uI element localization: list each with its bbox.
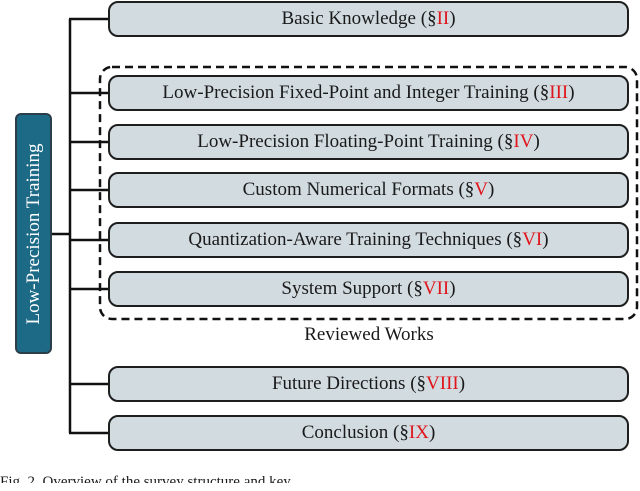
figure-caption: Fig. 2. Overview of the survey structure… bbox=[0, 474, 291, 491]
reviewed-works-group-border bbox=[98, 65, 639, 321]
node-custom-formats-text: Custom Numerical Formats (§ bbox=[242, 179, 475, 200]
node-qat-section: VI bbox=[522, 229, 543, 250]
node-system-support-close: ) bbox=[449, 278, 456, 299]
reviewed-works-label: Reviewed Works bbox=[304, 324, 434, 345]
node-future-directions-close: ) bbox=[458, 373, 466, 394]
node-system-support: System Support (§ VII) bbox=[108, 271, 629, 307]
node-fixed-point-integer-training: Low-Precision Fixed-Point and Integer Tr… bbox=[108, 75, 629, 111]
node-fixed-point-section: III bbox=[549, 82, 569, 103]
node-future-directions-section: VIII bbox=[426, 373, 459, 394]
node-qat-text: Quantization-Aware Training Techniques (… bbox=[188, 229, 523, 250]
node-floating-point-training: Low-Precision Floating-Point Training (§… bbox=[108, 124, 629, 160]
node-basic-knowledge-close: ) bbox=[449, 8, 456, 29]
node-system-support-section: VII bbox=[422, 278, 450, 299]
node-conclusion: Conclusion (§ IX) bbox=[108, 415, 629, 451]
node-conclusion-section: IX bbox=[408, 422, 429, 443]
root-label: Low-Precision Training bbox=[22, 142, 44, 325]
node-basic-knowledge-text: Basic Knowledge (§ bbox=[281, 8, 437, 29]
node-fixed-point-close: ) bbox=[568, 82, 575, 103]
root-node: Low-Precision Training bbox=[15, 113, 52, 354]
node-future-directions-text: Future Directions (§ bbox=[271, 373, 427, 394]
node-basic-knowledge: Basic Knowledge (§ II) bbox=[108, 1, 629, 37]
node-floating-point-close: ) bbox=[533, 131, 540, 152]
node-floating-point-text: Low-Precision Floating-Point Training (§ bbox=[197, 131, 514, 152]
node-basic-knowledge-section: II bbox=[436, 8, 450, 29]
node-custom-numerical-formats: Custom Numerical Formats (§ V) bbox=[108, 172, 629, 208]
node-qat-close: ) bbox=[542, 229, 549, 250]
node-custom-formats-close: ) bbox=[488, 179, 495, 200]
node-fixed-point-text: Low-Precision Fixed-Point and Integer Tr… bbox=[162, 82, 550, 103]
node-custom-formats-section: V bbox=[474, 179, 489, 200]
node-conclusion-text: Conclusion (§ bbox=[301, 422, 409, 443]
figure-caption-text: Fig. 2. Overview of the survey structure… bbox=[0, 474, 291, 483]
node-quantization-aware-training: Quantization-Aware Training Techniques (… bbox=[108, 222, 629, 258]
node-system-support-text: System Support (§ bbox=[281, 278, 423, 299]
node-conclusion-close: ) bbox=[428, 422, 436, 443]
node-future-directions: Future Directions (§ VIII) bbox=[108, 366, 629, 402]
node-floating-point-section: IV bbox=[513, 131, 534, 152]
